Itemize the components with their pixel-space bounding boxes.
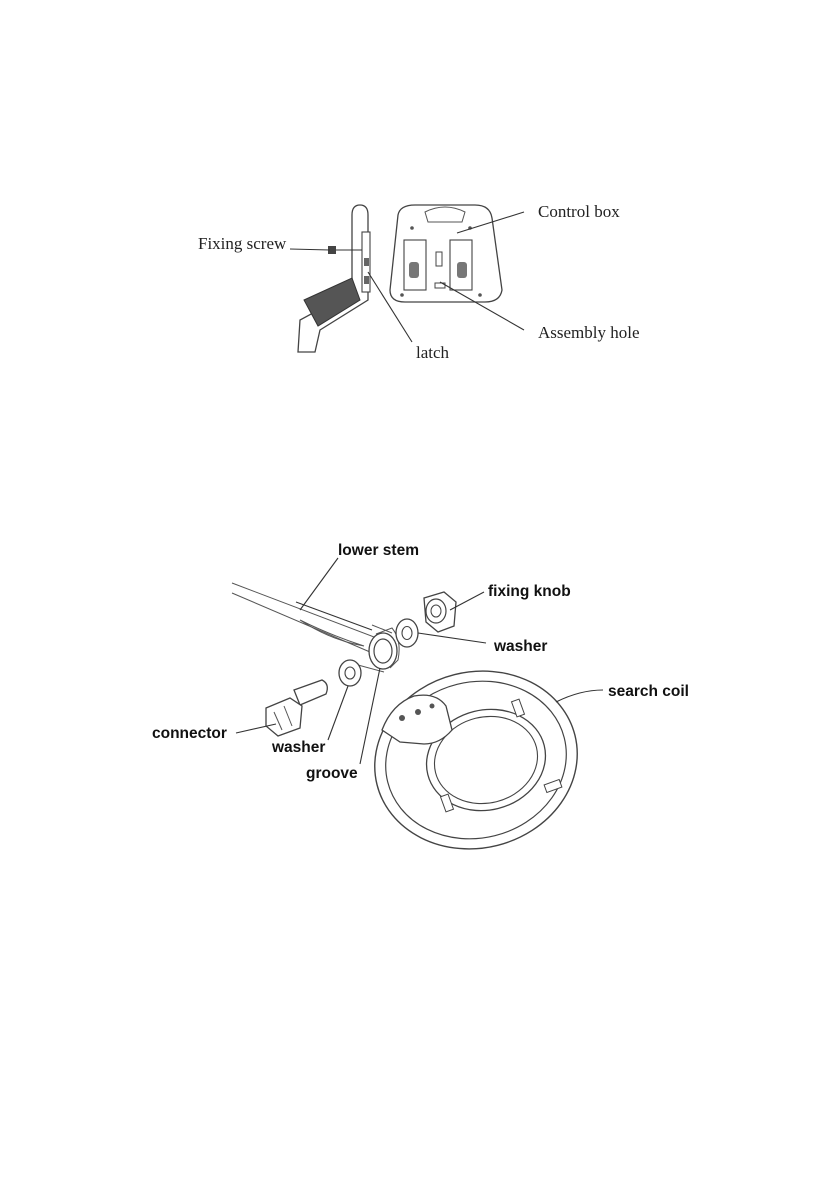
control-box-drawing	[390, 205, 502, 302]
label-search-coil: search coil	[608, 683, 689, 700]
groove-tube-drawing	[369, 628, 399, 669]
label-groove: groove	[306, 765, 358, 782]
label-fixing-knob: fixing knob	[488, 583, 571, 600]
washer-left-part	[339, 660, 361, 686]
label-fixing-screw: Fixing screw	[198, 234, 287, 253]
label-lower-stem: lower stem	[338, 542, 419, 559]
handle-bracket-drawing	[298, 205, 370, 352]
label-washer-left: washer	[271, 739, 325, 756]
lower-stem-drawing	[232, 583, 392, 672]
search-coil-drawing	[356, 650, 597, 870]
label-connector: connector	[152, 725, 227, 742]
washer-right-part	[396, 619, 418, 647]
label-washer-right: washer	[493, 638, 547, 655]
figure-control-box-mounting: Fixing screw Control box latch Assembly …	[198, 202, 640, 362]
connector-part	[266, 680, 327, 736]
label-assembly-hole: Assembly hole	[538, 323, 640, 342]
label-latch: latch	[416, 343, 450, 362]
fixing-knob-part	[424, 592, 456, 632]
label-control-box: Control box	[538, 202, 620, 221]
figure-search-coil-assembly: lower stem fixing knob washer search coi…	[152, 542, 689, 870]
